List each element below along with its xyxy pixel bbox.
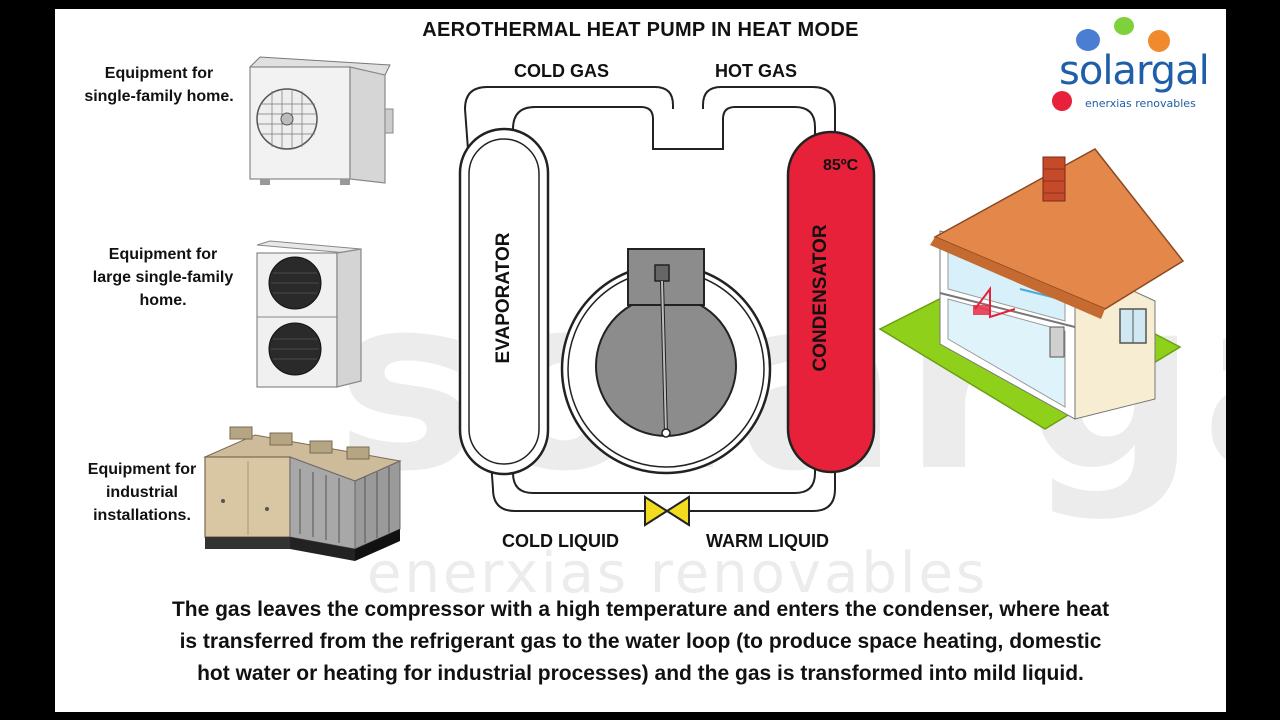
condensator-label: CONDENSATOR (810, 224, 831, 372)
refrigerant-circuit (463, 86, 836, 512)
diagram-canvas: solargal enerxias renovables (55, 9, 1226, 712)
diagram-graphics (203, 17, 1185, 561)
pipe-gap (655, 109, 721, 147)
house-illustration (878, 148, 1185, 430)
outdoor-unit-large (256, 240, 362, 388)
outdoor-unit-small (248, 56, 394, 185)
explanation-caption: The gas leaves the compressor with a hig… (55, 594, 1226, 690)
label-warm-liquid: WARM LIQUID (706, 531, 829, 551)
logo-icon (1052, 17, 1170, 111)
logo-name: solargal (1059, 48, 1210, 94)
compressor (560, 248, 772, 475)
caption-line: hot water or heating for industrial proc… (197, 662, 1084, 685)
diagram-title: AEROTHERMAL HEAT PUMP IN HEAT MODE (422, 19, 859, 41)
label-cold-gas: COLD GAS (514, 61, 610, 81)
evaporator-label: EVAPORATOR (493, 232, 514, 364)
caption-line: The gas leaves the compressor with a hig… (171, 598, 1110, 621)
logo-tagline: enerxias renovables (1085, 97, 1196, 110)
industrial-chiller (203, 426, 402, 561)
expansion-valve (644, 495, 690, 527)
label-cold-liquid: COLD LIQUID (502, 531, 619, 551)
label-hot-gas: HOT GAS (715, 61, 798, 81)
caption-line: is transferred from the refrigerant gas … (179, 630, 1102, 653)
evaporator-tank (458, 127, 550, 476)
condenser-tank (786, 130, 876, 474)
temperature-label: 85ºC (823, 157, 859, 174)
watermark-tagline: enerxias renovables (367, 541, 989, 606)
